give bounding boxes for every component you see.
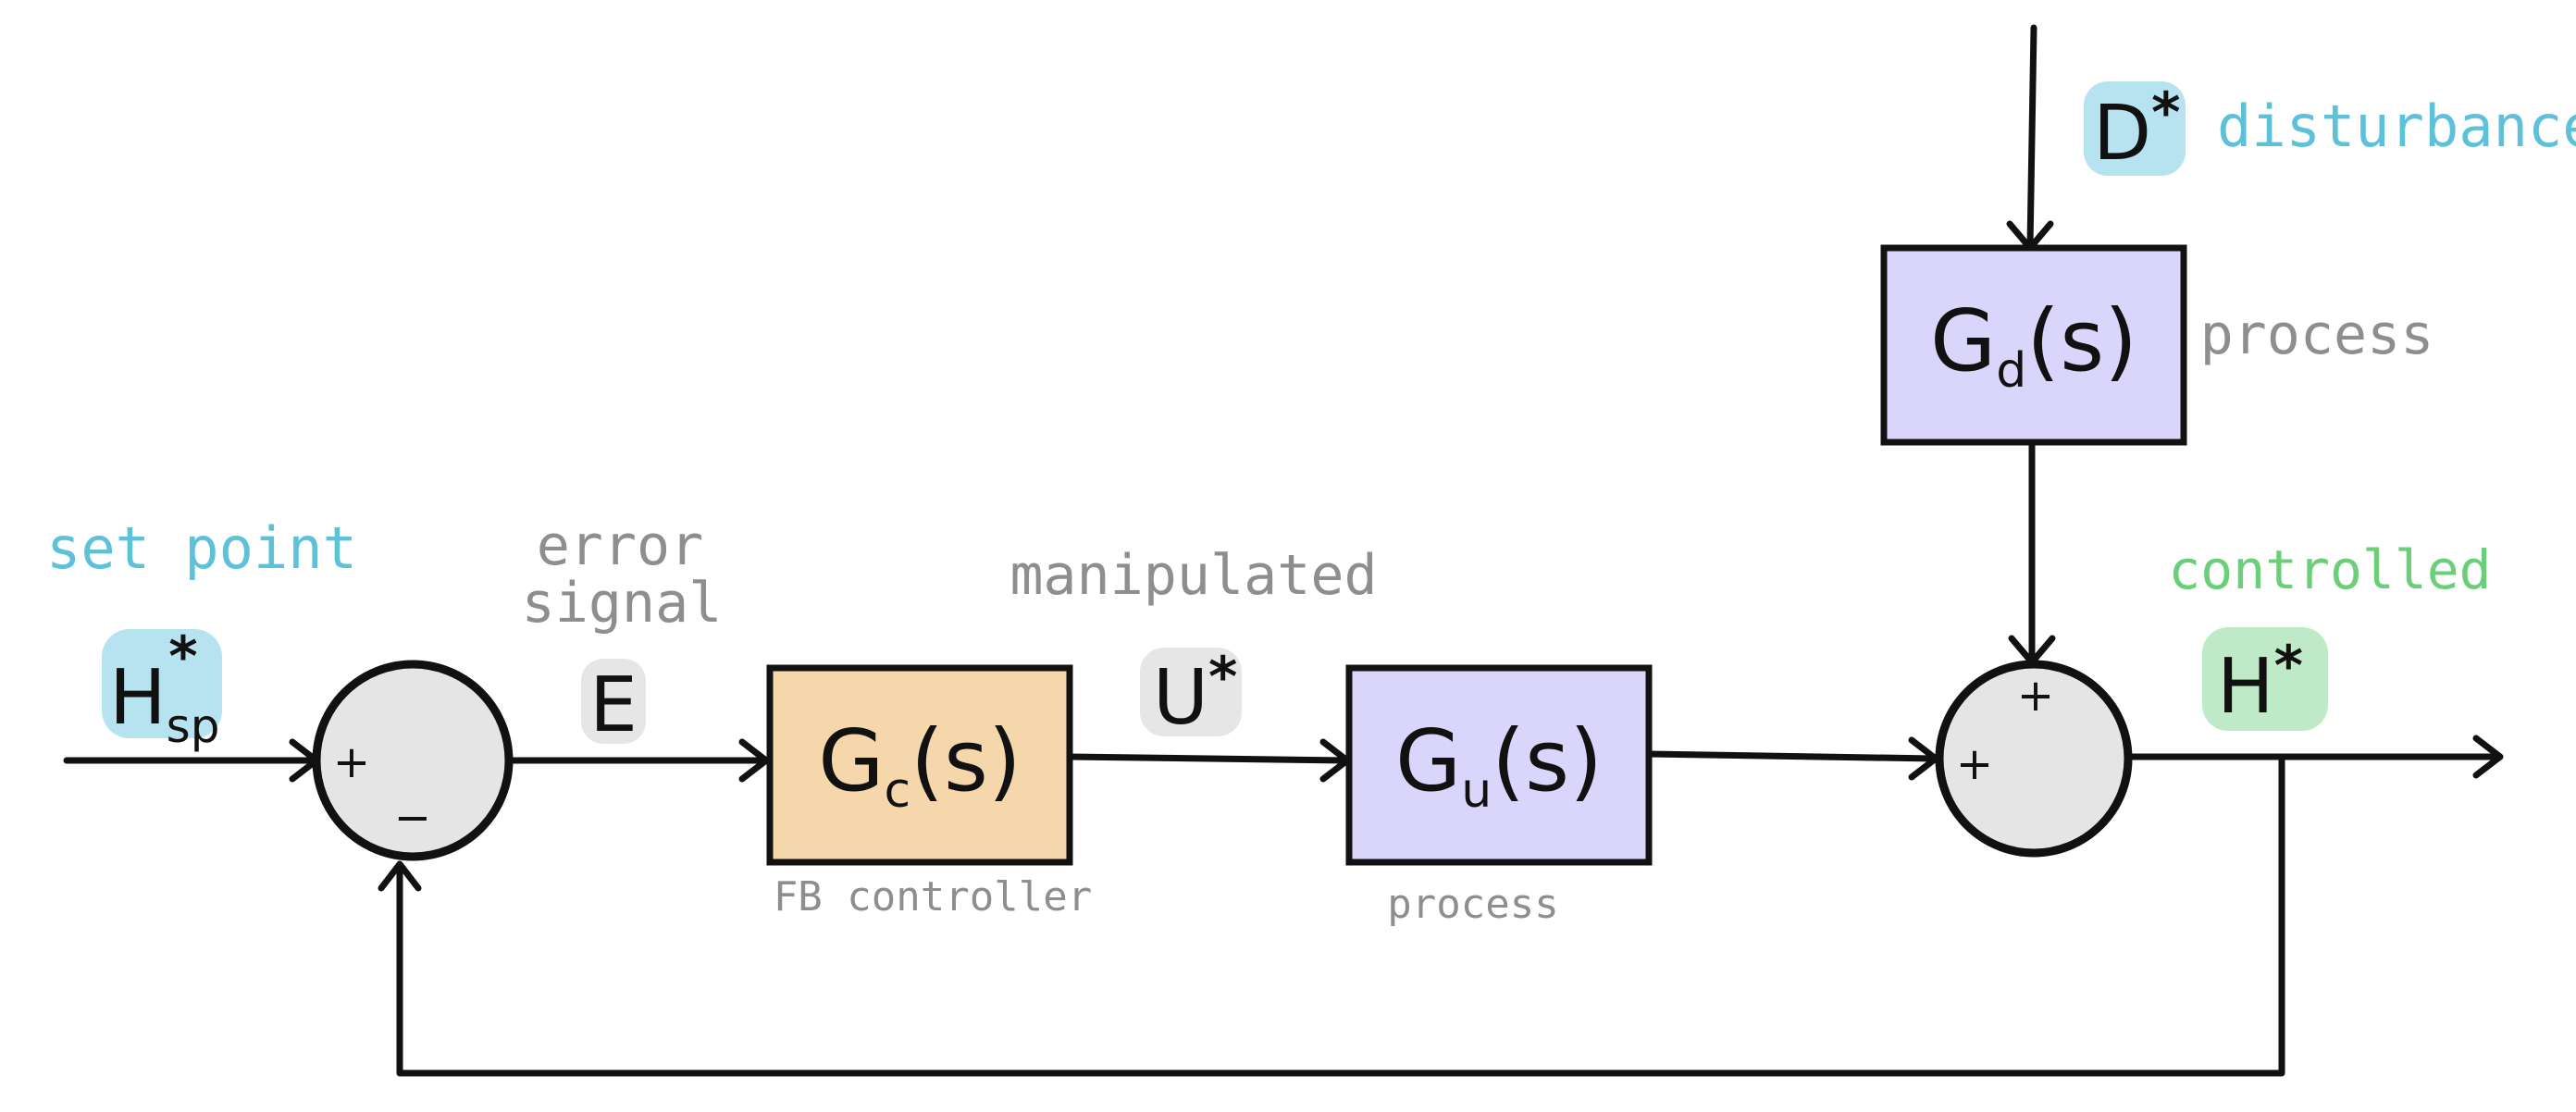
controlled-letter: H [2217,643,2274,731]
controlled-label: controlled [2168,538,2491,601]
output-sum-circle [1935,660,2133,858]
disturbance-symbol: D* [2093,80,2181,178]
process-caption: process [1387,881,1558,928]
disturbance-process-box [1880,244,2187,446]
disturbance-process-block: Gd(s) [1880,244,2187,446]
setpoint-highlight [102,629,222,738]
disturbance-label: disturbance [2217,93,2576,160]
output-arrowhead [2472,735,2504,779]
process-box [1345,664,1653,866]
manipulated-symbol: U* [1153,645,1237,742]
error-arrowhead [738,738,770,783]
process-symbol: G [1395,711,1461,810]
manipulated-superscript: * [1208,645,1237,710]
controller-symbol: G [818,711,884,810]
disturbance-input-line [2026,24,2037,250]
comparator-junction: + − [312,660,514,861]
error-label-line1: error [537,513,704,578]
output-summing-junction: + + [1935,660,2133,858]
manipulated-highlight [1140,648,1242,736]
controller-argument: (s) [910,711,1022,810]
disturbance-block-argument: (s) [2026,291,2137,390]
feedback-arrowhead [378,860,422,892]
process-output-line [1645,750,1938,762]
controller-box [766,664,1073,866]
disturbance-transfer-function: Gd(s) [1930,291,2137,399]
error-label-line2: signal [522,571,723,636]
process-argument: (s) [1492,711,1603,810]
setpoint-label: set point [46,514,357,582]
process-transfer-function: Gu(s) [1395,711,1603,819]
disturbance-letter: D [2093,90,2151,178]
error-symbol: E [589,661,638,749]
feedback-path [396,755,2285,1077]
setpoint-symbol: Hsp [109,654,219,753]
manipulated-signal-line [1066,753,1349,764]
process-subscript: u [1461,763,1492,819]
output-sum-top-plus: + [2017,670,2054,722]
error-highlight [581,659,646,744]
controlled-superscript: * [2274,634,2303,698]
controller-transfer-function: Gc(s) [818,711,1022,819]
controller-block: Gc(s) [766,664,1073,866]
manipulated-label: manipulated [1009,543,1377,608]
setpoint-superscript: * [168,624,197,689]
output-sum-left-plus: + [1956,738,1993,790]
controller-caption: FB controller [774,873,1092,920]
controlled-symbol: H* [2217,634,2303,731]
manipulated-letter: U [1153,654,1208,742]
disturbance-process-caption: process [2200,303,2434,367]
comparator-minus-sign: − [394,792,431,844]
disturbance-highlight [2084,81,2186,176]
disturbance-block-subscript: d [1996,343,2026,399]
setpoint-subscript: sp [167,699,220,753]
comparator-circle [312,660,514,861]
disturbance-block-symbol: G [1930,291,1996,390]
controller-subscript: c [884,763,910,819]
disturbance-superscript: * [2151,80,2180,145]
controlled-highlight [2202,627,2328,731]
comparator-plus-sign: + [333,736,370,788]
process-block: Gu(s) [1345,664,1653,866]
setpoint-letter: H [109,654,167,742]
